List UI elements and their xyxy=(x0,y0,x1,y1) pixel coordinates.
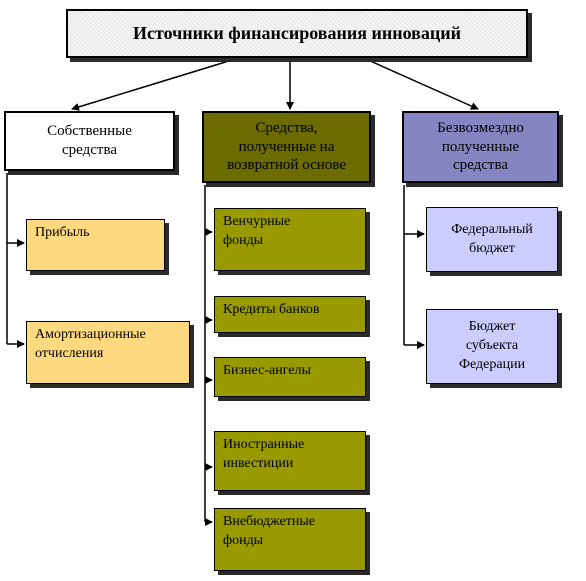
returnable-funds-heading: Средства, полученные на возвратной основ… xyxy=(202,111,371,183)
returnable-item-venture-funds: Венчурные фонды xyxy=(214,208,366,271)
returnable-item-offbudget-funds: Внебюджетные фонды xyxy=(214,508,366,571)
returnable-item-foreign-investment: Иностранные инвестиции xyxy=(214,431,366,491)
returnable-item-bank-loans: Кредиты банков xyxy=(214,296,366,333)
returnable-item-business-angels: Бизнес-ангелы xyxy=(214,357,366,397)
own-item-amortization: Амортизационные отчисления xyxy=(26,321,190,384)
arrow-title-to-grant xyxy=(367,59,479,110)
own-funds-heading: Собственные средства xyxy=(4,111,175,171)
diagram-title: Источники финансирования инноваций xyxy=(66,9,528,58)
own-item-profit: Прибыль xyxy=(26,219,165,271)
grant-funds-heading: Безвозмездно полученные средства xyxy=(402,111,559,183)
arrow-title-to-own xyxy=(71,59,233,111)
grant-item-federal-budget: Федеральный бюджет xyxy=(426,207,558,272)
grant-item-regional-budget: Бюджет субъекта Федерации xyxy=(426,309,558,384)
